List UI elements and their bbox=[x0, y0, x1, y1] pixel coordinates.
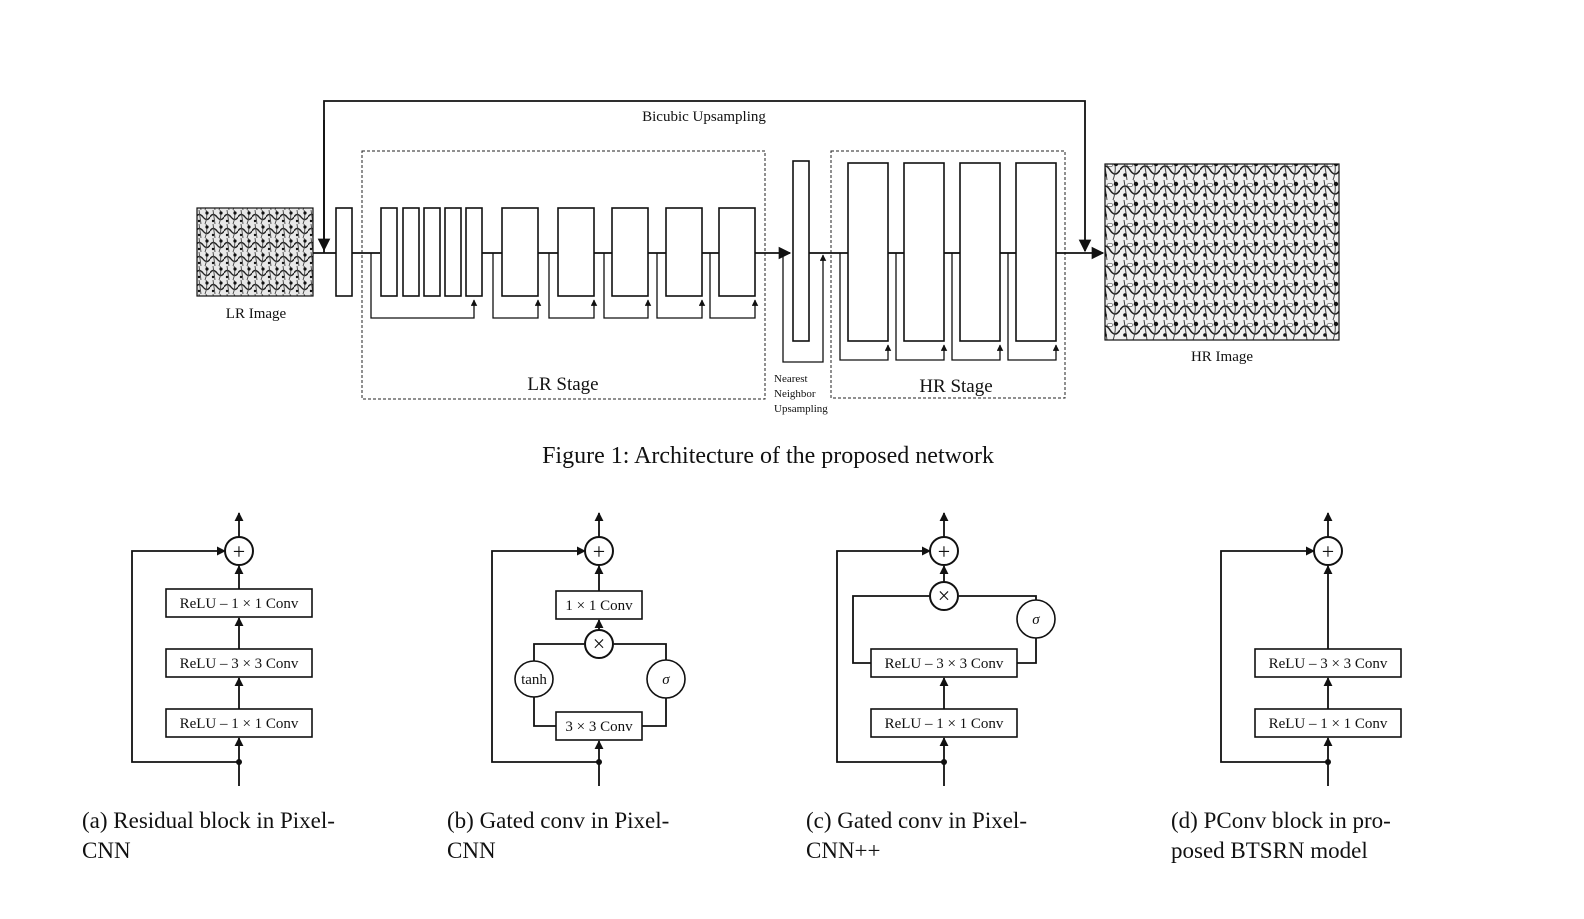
block-b-1x1-conv bbox=[555, 590, 643, 620]
block-a-relu-3x3 bbox=[165, 648, 313, 678]
bicubic-upsampling-label: Bicubic Upsampling bbox=[642, 109, 766, 125]
block-b-layer-bottom-label: 3 × 3 Conv bbox=[565, 719, 633, 735]
figure-1-caption: Figure 1: Architecture of the proposed n… bbox=[542, 443, 994, 469]
block-a-layer-mid-label: ReLU – 3 × 3 Conv bbox=[180, 656, 299, 672]
block-c-relu-3x3 bbox=[870, 648, 1018, 678]
hr-residual-blocks bbox=[809, 162, 1105, 361]
block-d-skip bbox=[1220, 546, 1329, 786]
lr-residual-blocks bbox=[482, 207, 792, 319]
block-a-plus-symbol: + bbox=[233, 539, 245, 564]
block-a-diagram: ReLU – 1 × 1 Conv ReLU – 3 × 3 Conv ReLU… bbox=[82, 512, 335, 863]
first-conv-block bbox=[335, 207, 353, 297]
block-a-layer-bottom-label: ReLU – 1 × 1 Conv bbox=[180, 716, 299, 732]
block-b-3x3-conv bbox=[555, 711, 643, 741]
lr-image-label: LR Image bbox=[226, 306, 287, 322]
block-a-caption-line1: (a) Residual block in Pixel- bbox=[82, 808, 335, 833]
hr-stage-box bbox=[830, 150, 1066, 399]
block-a-relu-1x1-top bbox=[165, 588, 313, 618]
lr-stage-box bbox=[361, 150, 766, 400]
block-c-times-symbol: × bbox=[938, 583, 950, 608]
block-b-diagram: 3 × 3 Conv tanh σ × 1 × 1 Conv + (b) Gat… bbox=[447, 512, 686, 863]
architecture-diagram: Bicubic Upsampling LR Image LR Stage bbox=[196, 100, 1340, 469]
block-d-caption-line1: (d) PConv block in pro- bbox=[1171, 808, 1391, 833]
block-b-times-symbol: × bbox=[593, 631, 605, 656]
block-c-relu-1x1 bbox=[870, 708, 1018, 738]
block-d-relu-1x1 bbox=[1254, 708, 1402, 738]
lr-first-block bbox=[370, 207, 483, 319]
block-b-caption-line2: CNN bbox=[447, 838, 496, 863]
block-d-layer-bottom-label: ReLU – 1 × 1 Conv bbox=[1269, 716, 1388, 732]
block-c-skip bbox=[836, 546, 945, 786]
block-d-caption-line2: posed BTSRN model bbox=[1171, 838, 1368, 863]
block-b-sigma-label: σ bbox=[662, 672, 670, 688]
block-b-skip bbox=[491, 546, 600, 786]
nn-skip-path bbox=[782, 253, 827, 363]
block-b-caption-line1: (b) Gated conv in Pixel- bbox=[447, 808, 669, 833]
hr-stage-label: HR Stage bbox=[919, 376, 992, 397]
nn-label-3: Upsampling bbox=[774, 403, 828, 415]
block-c-layer-mid-label: ReLU – 3 × 3 Conv bbox=[885, 656, 1004, 672]
block-b-plus-symbol: + bbox=[593, 539, 605, 564]
block-d-diagram: ReLU – 1 × 1 Conv ReLU – 3 × 3 Conv + (d… bbox=[1171, 512, 1402, 863]
block-b-tanh-label: tanh bbox=[521, 672, 547, 688]
block-d-layer-mid-label: ReLU – 3 × 3 Conv bbox=[1269, 656, 1388, 672]
lr-image bbox=[196, 207, 314, 297]
block-d-plus-symbol: + bbox=[1322, 539, 1334, 564]
block-a-layer-top-label: ReLU – 1 × 1 Conv bbox=[180, 596, 299, 612]
lr-stage-label: LR Stage bbox=[527, 374, 598, 395]
nn-label-1: Nearest bbox=[774, 373, 808, 385]
block-c-plus-symbol: + bbox=[938, 539, 950, 564]
block-c-caption-line2: CNN++ bbox=[806, 838, 881, 863]
nn-label-2: Neighbor bbox=[774, 388, 816, 400]
block-c-sigma-label: σ bbox=[1032, 612, 1040, 628]
hr-image-label: HR Image bbox=[1191, 349, 1253, 365]
hr-image bbox=[1104, 163, 1340, 341]
block-d-relu-3x3 bbox=[1254, 648, 1402, 678]
block-c-layer-bottom-label: ReLU – 1 × 1 Conv bbox=[885, 716, 1004, 732]
block-b-layer-top-label: 1 × 1 Conv bbox=[565, 598, 633, 614]
block-c-diagram: ReLU – 1 × 1 Conv ReLU – 3 × 3 Conv σ × … bbox=[806, 512, 1056, 863]
nn-upsampling-block bbox=[792, 160, 810, 342]
block-a-skip bbox=[131, 546, 240, 786]
block-c-caption-line1: (c) Gated conv in Pixel- bbox=[806, 808, 1027, 833]
block-a-caption-line2: CNN bbox=[82, 838, 131, 863]
